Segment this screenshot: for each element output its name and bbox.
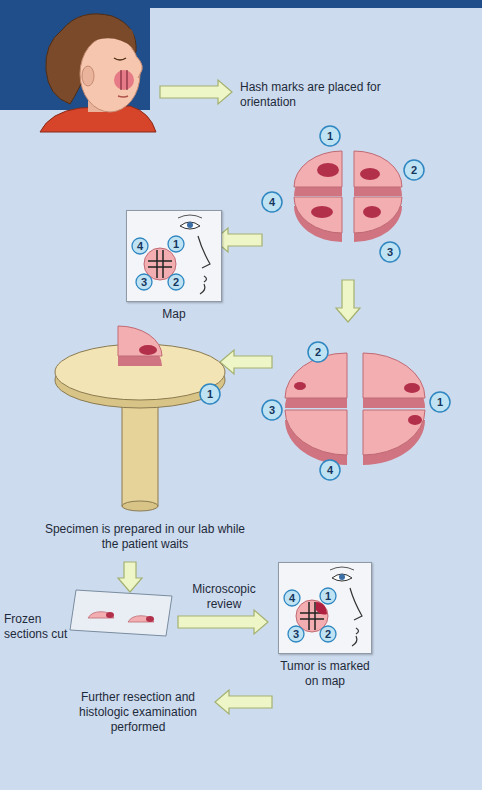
node-caption: Tumor is marked on map bbox=[273, 659, 377, 689]
orientation-map bbox=[132, 215, 210, 294]
map-box: Tumor is marked on map bbox=[278, 562, 372, 654]
callout-number: 4 bbox=[282, 590, 302, 606]
map-box: Map bbox=[126, 210, 222, 302]
callout-number: 4 bbox=[262, 194, 282, 210]
step-text: Further resection and histologic examina… bbox=[64, 690, 212, 735]
tissue-quarters-flipped bbox=[285, 353, 425, 465]
header-block bbox=[0, 0, 150, 110]
callout-number: 3 bbox=[380, 244, 400, 260]
callout-number: 4 bbox=[320, 462, 340, 478]
callout-number: 3 bbox=[286, 626, 306, 642]
callout-number: 4 bbox=[130, 238, 150, 254]
patient-illustration bbox=[40, 14, 156, 132]
tumor-mark bbox=[316, 602, 327, 615]
callout-number: 1 bbox=[320, 128, 340, 144]
callout-number: 2 bbox=[166, 274, 186, 290]
callout-number: 3 bbox=[134, 274, 154, 290]
callout-number: 3 bbox=[262, 402, 282, 418]
callout-number: 2 bbox=[308, 344, 328, 360]
node-caption: Map bbox=[134, 307, 214, 322]
callout-number: 2 bbox=[404, 162, 424, 178]
microscope-slide bbox=[70, 590, 172, 636]
step-text: Frozen sections cut bbox=[4, 612, 80, 642]
callout-number: 1 bbox=[166, 236, 186, 252]
callout-circles bbox=[200, 126, 450, 480]
callout-number: 2 bbox=[318, 626, 338, 642]
tissue-quarters bbox=[294, 151, 402, 242]
step-text: Microscopic review bbox=[180, 582, 268, 612]
specimen-chuck bbox=[55, 326, 225, 511]
callout-number: 1 bbox=[200, 386, 220, 402]
step-text: Specimen is prepared in our lab while th… bbox=[40, 522, 250, 552]
header-band bbox=[0, 0, 482, 8]
callout-number: 1 bbox=[318, 588, 338, 604]
callout-number: 1 bbox=[430, 394, 450, 410]
tumor-map bbox=[284, 567, 362, 646]
step-text: Hash marks are placed for orientation bbox=[240, 80, 390, 110]
